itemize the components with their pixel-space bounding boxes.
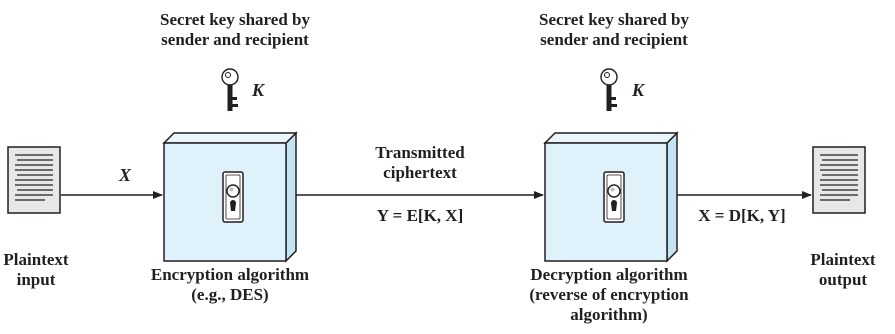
encryption-label: Encryption algorithm (e.g., DES): [150, 265, 310, 304]
right-key-symbol: K: [631, 80, 644, 100]
decryption-lock-icon: [603, 171, 625, 223]
plaintext-input-document-icon: [7, 146, 61, 214]
output-formula: X = D[K, Y]: [698, 206, 786, 225]
encryption-lock-icon: [222, 171, 244, 223]
right-key-caption: Secret key shared by sender and recipien…: [538, 10, 689, 49]
decryption-label: Decryption algorithm (reverse of encrypt…: [529, 265, 689, 324]
plaintext-input-label: Plaintext input: [3, 250, 69, 289]
plaintext-output-document-icon: [812, 146, 866, 214]
encryption-key-icon: [221, 68, 239, 112]
input-edge-label: X: [118, 165, 131, 185]
decryption-key-icon: [600, 68, 618, 112]
left-key-caption: Secret key shared by sender and recipien…: [159, 10, 310, 49]
channel-label: Transmitted ciphertext: [375, 143, 465, 182]
left-key-symbol: K: [251, 80, 264, 100]
channel-formula: Y = E[K, X]: [376, 206, 464, 225]
plaintext-output-label: Plaintext output: [810, 250, 876, 289]
